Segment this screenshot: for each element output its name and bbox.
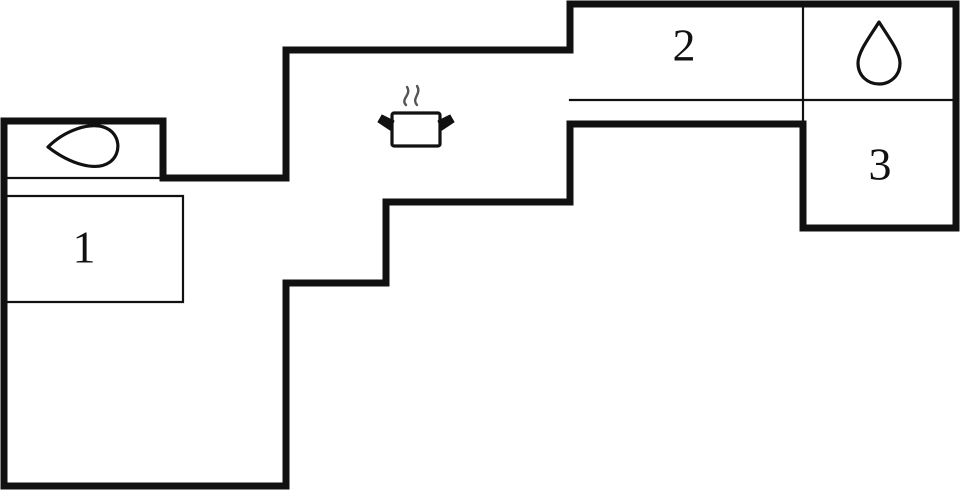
cooking-pot-steam-right — [413, 84, 420, 107]
cooking-pot-icon — [377, 84, 455, 148]
room-number-3: 3 — [869, 139, 892, 190]
room-number-1: 1 — [73, 222, 96, 273]
water-drop-vertical-shape — [856, 20, 902, 86]
cooking-pot-body — [390, 111, 442, 148]
cooking-pot-steam-left — [403, 85, 410, 107]
room-number-2: 2 — [673, 20, 696, 71]
partition-wall-room1-box — [2, 194, 185, 304]
water-drop-vertical-icon — [856, 20, 902, 86]
water-drop-horizontal-shape — [46, 124, 120, 168]
water-drop-horizontal-icon — [46, 124, 120, 168]
room-labels-group: 1 2 3 — [73, 20, 892, 273]
